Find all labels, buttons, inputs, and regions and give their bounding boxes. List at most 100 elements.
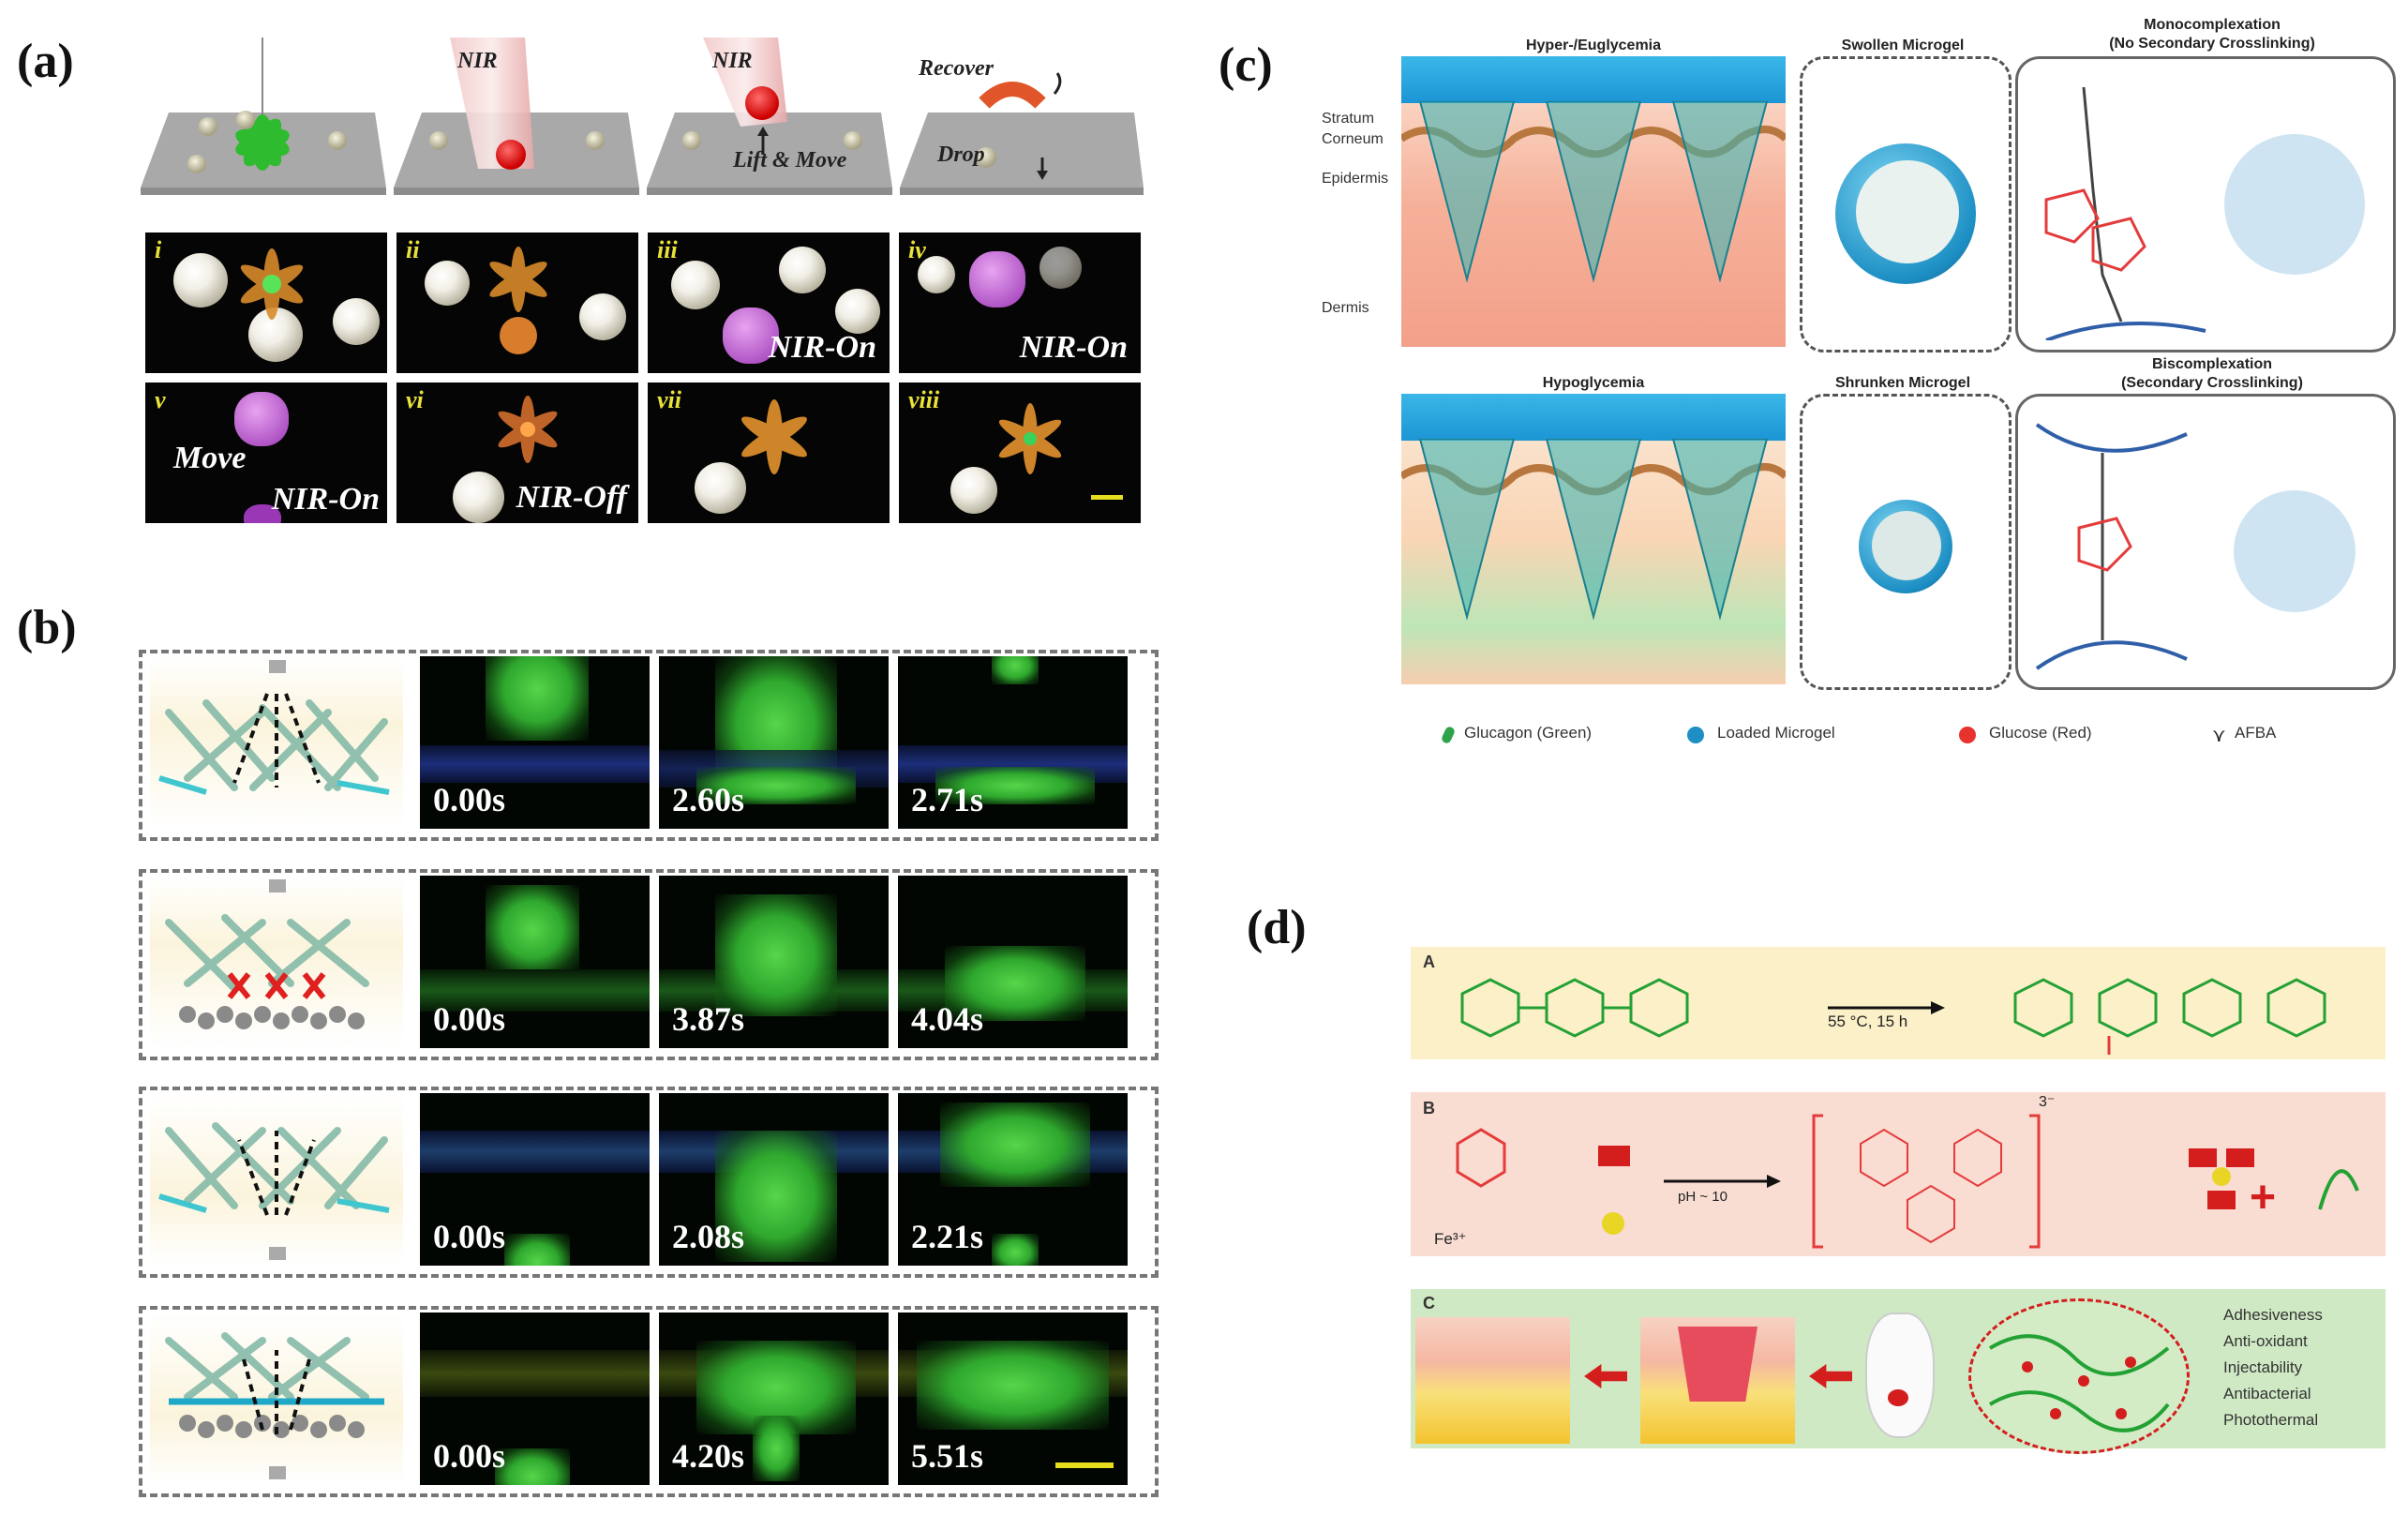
microgel-bottom: Shrunken Microgel <box>1834 375 1971 391</box>
property-3: Injectability <box>2223 1358 2303 1376</box>
tile-numeral-viii: viii <box>908 386 940 413</box>
legend-glucagon: Glucagon (Green) <box>1464 724 1593 742</box>
biscomplex-network-icon <box>2234 490 2356 612</box>
tile-numeral-iii: iii <box>657 236 678 263</box>
photo-tile-iii: iii NIR-On <box>648 232 890 373</box>
row3-time-1: 0.00s <box>433 1218 506 1255</box>
tile-text-v-move: Move <box>173 441 247 475</box>
row2-frame-2: 3.87s <box>659 876 889 1048</box>
legend-afba: AFBA <box>2235 724 2277 742</box>
row4-schematic <box>150 1312 403 1485</box>
skin-label-dermis: Dermis <box>1322 300 1369 316</box>
row2-time-3: 4.04s <box>911 1000 984 1038</box>
panel-b-row-2 <box>139 869 1159 1060</box>
row3-frame-2: 2.08s <box>659 1093 889 1266</box>
loaded-microgel-icon <box>1687 727 1704 743</box>
charge-label: 3⁻ <box>2039 1094 2056 1110</box>
row4-time-2: 4.20s <box>672 1437 745 1475</box>
band-b-label: B <box>1423 1099 1435 1118</box>
row1-frame-2: 2.60s <box>659 656 889 829</box>
row4-time-3: 5.51s <box>911 1437 984 1475</box>
drop-label: Drop <box>937 142 985 167</box>
fe-label: Fe³⁺ <box>1434 1230 1467 1248</box>
monocomplex-network-icon <box>2224 134 2365 275</box>
complex-top-title: Monocomplexation <box>2144 17 2281 33</box>
tile-numeral-i: i <box>155 236 162 263</box>
row2-frame-1: 0.00s <box>420 876 650 1048</box>
row1-frame-3: 2.71s <box>898 656 1128 829</box>
monocomplexation-box <box>2015 56 2396 352</box>
photo-tile-vii: vii <box>648 382 890 523</box>
biscomplexation-box <box>2015 394 2396 690</box>
row1-time-1: 0.00s <box>433 781 506 818</box>
row4-time-1: 0.00s <box>433 1437 506 1475</box>
row4-frame-2: 4.20s <box>659 1312 889 1485</box>
row3-schematic <box>150 1093 403 1266</box>
row1-time-3: 2.71s <box>911 781 984 818</box>
panel-label-a: (a) <box>17 35 74 88</box>
row1-time-2: 2.60s <box>672 781 745 818</box>
skin-label-epidermis: Epidermis <box>1322 171 1389 187</box>
needles-bottom <box>1401 439 1786 621</box>
panel-label-d: (d) <box>1247 901 1307 954</box>
skin-label-corneum: Corneum <box>1322 131 1383 147</box>
row1-frame-1: 0.00s <box>420 656 650 829</box>
lift-move-label: Lift & Move <box>733 148 847 172</box>
legend-glucose: Glucose (Red) <box>1989 724 2092 742</box>
photo-tile-vi: vi NIR-Off <box>396 382 638 523</box>
tile-numeral-iv: iv <box>908 236 926 263</box>
tile-numeral-v: v <box>155 386 166 413</box>
needles-top <box>1401 101 1786 283</box>
hydrogel-network-zoom <box>1968 1298 2190 1454</box>
panel-b-row-3 <box>139 1087 1159 1278</box>
plus-icon: + <box>2250 1173 2277 1222</box>
glucose-icon <box>1959 727 1976 743</box>
row2-schematic <box>150 876 403 1048</box>
panel-b-row-1 <box>139 650 1159 841</box>
tile-text-v-nir: NIR-On <box>271 482 380 517</box>
swollen-microgel-box <box>1800 56 2012 352</box>
row4-frame-1: 0.00s <box>420 1312 650 1485</box>
row2-frame-3: 4.04s <box>898 876 1128 1048</box>
reaction-b-conditions: pH ~ 10 <box>1678 1189 1727 1205</box>
tile-text-iv: NIR-On <box>1019 330 1128 365</box>
nir-label-2: NIR <box>712 49 753 73</box>
property-2: Anti-oxidant <box>2223 1332 2308 1350</box>
reaction-a-conditions: 55 °C, 15 h <box>1828 1012 1908 1030</box>
property-1: Adhesiveness <box>2223 1306 2323 1324</box>
skin-block-healed <box>1415 1317 1570 1444</box>
photo-tile-v: v Move NIR-On <box>145 382 387 523</box>
panel-b-row-4 <box>139 1306 1159 1497</box>
row1-schematic <box>150 656 403 829</box>
band-a-label: A <box>1423 952 1435 971</box>
patch-top <box>1401 56 1786 103</box>
row3-frame-1: 0.00s <box>420 1093 650 1266</box>
shrunken-microgel-icon <box>1859 500 1952 593</box>
legend-microgel: Loaded Microgel <box>1717 724 1835 742</box>
panel-a-schematics <box>141 38 1144 195</box>
photo-tile-iv: iv NIR-On <box>899 232 1141 373</box>
tile-numeral-vii: vii <box>657 386 681 413</box>
tile-text-iii: NIR-On <box>768 330 876 365</box>
swollen-microgel-icon <box>1835 143 1976 284</box>
complex-bottom-title: Biscomplexation <box>2151 356 2273 372</box>
skin-block-wound <box>1640 1317 1795 1444</box>
row4-frame-3: 5.51s <box>898 1312 1128 1485</box>
complex-bottom-sub: (Secondary Crosslinking) <box>2121 375 2303 391</box>
state-bottom: Hypoglycemia <box>1542 375 1645 391</box>
state-top: Hyper-/Euglycemia <box>1525 38 1662 53</box>
tile-numeral-vi: vi <box>406 386 424 413</box>
recover-label: Recover <box>919 56 994 81</box>
complex-top-sub: (No Secondary Crosslinking) <box>2109 36 2315 52</box>
patch-bottom <box>1401 394 1786 441</box>
photo-tile-viii: viii <box>899 382 1141 523</box>
panel-label-c: (c) <box>1219 38 1273 92</box>
catechol-fe-complex <box>1456 1114 2359 1249</box>
row3-time-2: 2.08s <box>672 1218 745 1255</box>
shrunken-microgel-box <box>1800 394 2012 690</box>
nir-label-1: NIR <box>457 49 498 73</box>
tile-text-vi: NIR-Off <box>516 480 627 515</box>
scale-bar-a <box>1091 495 1123 500</box>
microgel-top: Swollen Microgel <box>1841 38 1965 53</box>
row3-frame-3: 2.21s <box>898 1093 1128 1266</box>
